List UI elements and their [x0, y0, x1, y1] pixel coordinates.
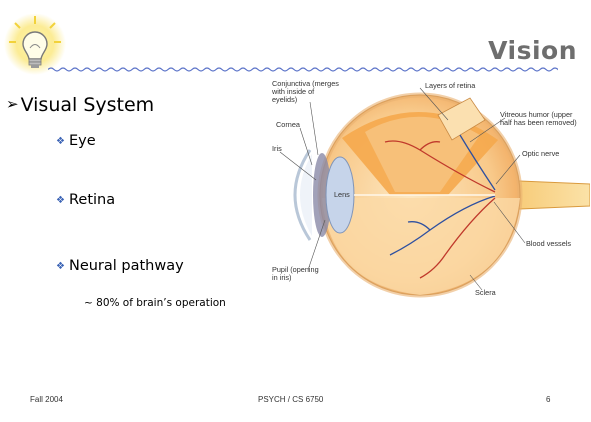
heading-text: Visual System	[21, 94, 155, 116]
arrow-bullet-icon: ➢	[6, 95, 19, 113]
label-iris: Iris	[272, 144, 282, 153]
footer-date: Fall 2004	[30, 395, 63, 404]
decorative-rule	[48, 67, 558, 72]
footer-page-number: 6	[546, 395, 550, 404]
diamond-bullet-icon: ❖	[56, 261, 65, 272]
label-layers-of-retina: Layers of retina	[425, 81, 476, 90]
diamond-bullet-icon: ❖	[56, 136, 65, 147]
bullet-neural-pathway: ❖ Neural pathway	[56, 258, 184, 274]
slide-title: Vision	[488, 36, 577, 65]
heading-visual-system: ➢Visual System	[6, 94, 154, 116]
bullet-label: Eye	[69, 133, 96, 149]
bullet-label: Retina	[69, 192, 115, 208]
bullet-retina: ❖ Retina	[56, 192, 115, 208]
label-blood-vessels: Blood vessels	[526, 239, 571, 248]
label-conjunctiva-3: eyelids)	[272, 95, 297, 104]
bullet-label: Neural pathway	[69, 258, 184, 274]
label-pupil-2: in iris)	[272, 273, 291, 282]
eye-anatomy-diagram: Conjunctiva (merges with inside of eyeli…	[270, 80, 590, 312]
bullet-eye: ❖ Eye	[56, 133, 96, 149]
label-cornea: Cornea	[276, 120, 301, 129]
label-sclera: Sclera	[475, 288, 497, 297]
diamond-bullet-icon: ❖	[56, 195, 65, 206]
label-vitreous-2: half has been removed)	[500, 118, 577, 127]
label-lens: Lens	[334, 190, 350, 199]
label-optic-nerve: Optic nerve	[522, 149, 559, 158]
footer-course: PSYCH / CS 6750	[258, 395, 323, 404]
sub-note: ~ 80% of brain’s operation	[84, 297, 226, 309]
